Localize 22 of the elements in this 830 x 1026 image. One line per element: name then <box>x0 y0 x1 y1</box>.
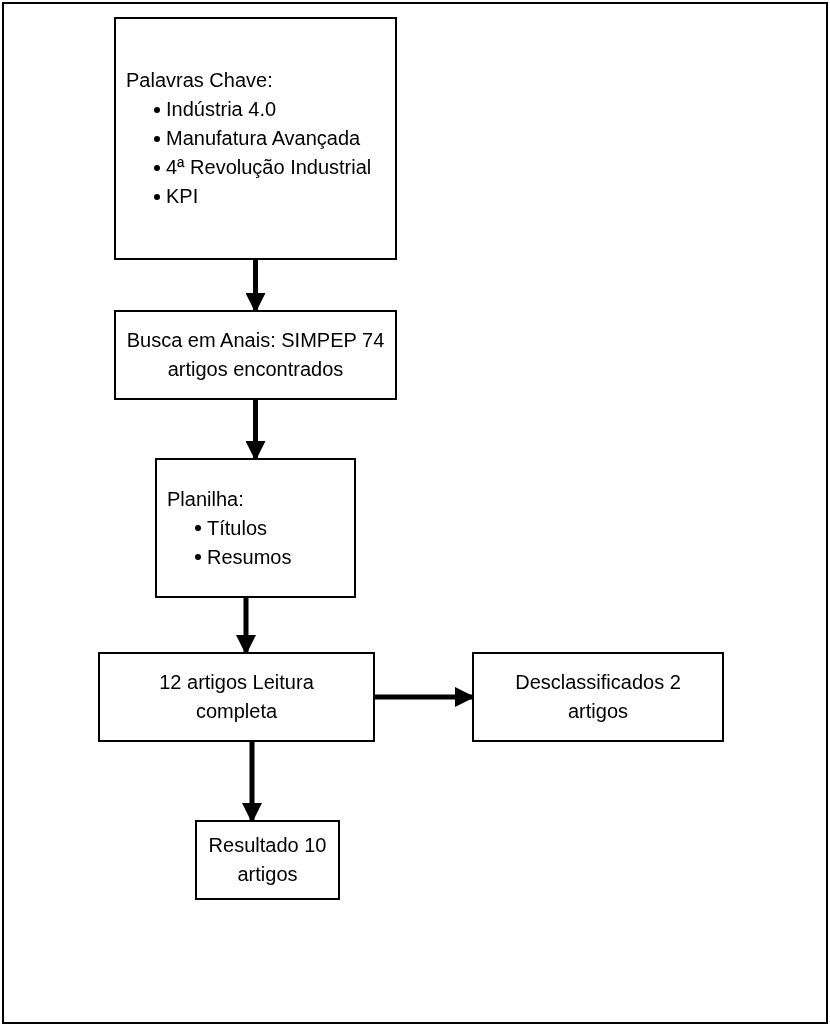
list-item: 4ª Revolução Industrial <box>166 155 372 180</box>
box-text: Desclassificados 2 artigos <box>514 670 682 724</box>
box-text: 12 artigos Leitura completa <box>158 670 315 724</box>
process-box <box>155 458 356 598</box>
process-box <box>114 17 397 260</box>
process-box <box>472 652 724 742</box>
arrow <box>236 598 256 655</box>
list-item: KPI <box>166 184 199 209</box>
box-text: Busca em Anais: SIMPEP 74 artigos encontrados <box>125 328 386 382</box>
arrow <box>245 400 266 461</box>
list-item: Manufatura Avançada <box>166 126 361 151</box>
arrow <box>245 260 266 313</box>
process-box <box>195 820 340 900</box>
list-item: Resumos <box>207 544 292 570</box>
box-heading: Palavras Chave: <box>126 68 273 93</box>
arrow <box>242 742 262 823</box>
list-item: Indústria 4.0 <box>166 97 277 122</box>
process-box <box>98 652 375 742</box>
box-text: Resultado 10 artigos <box>207 833 328 887</box>
process-box <box>114 310 397 400</box>
list-item: Títulos <box>207 515 268 541</box>
box-heading: Planilha: <box>167 486 244 512</box>
